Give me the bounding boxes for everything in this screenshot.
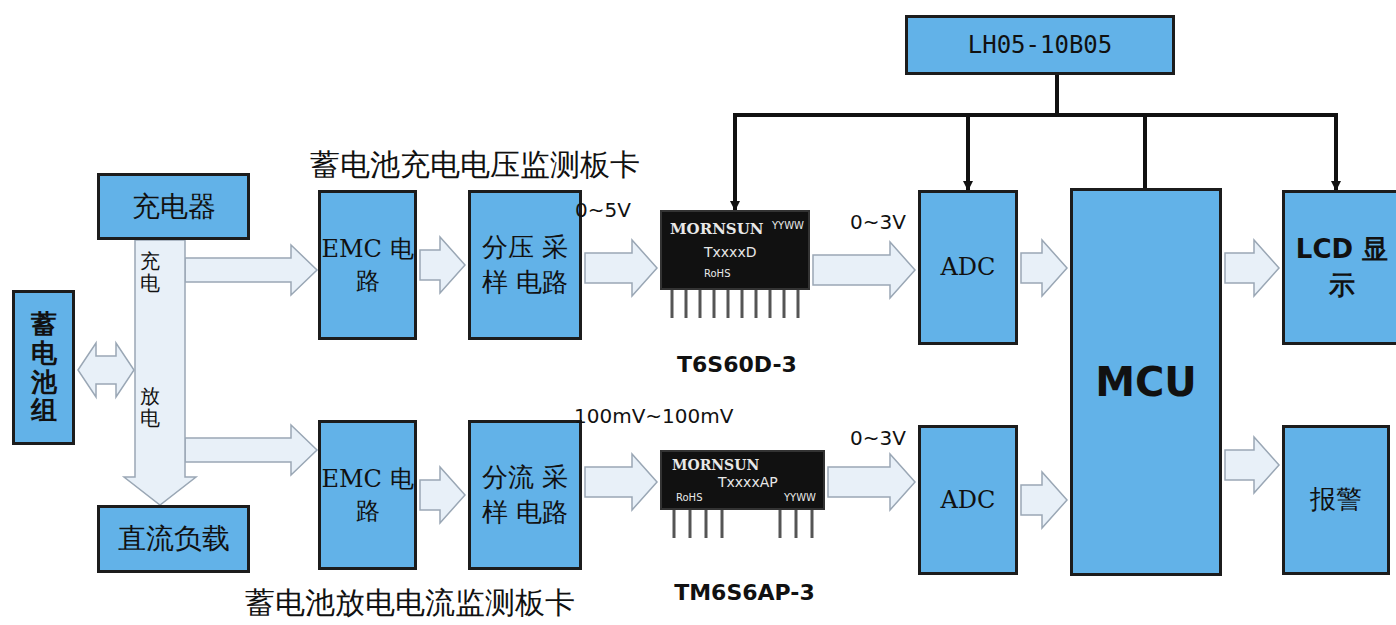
block-arrow (1021, 472, 1067, 528)
process-box: 直流负载 (97, 505, 250, 573)
module-name: T6S60D-3 (662, 352, 812, 377)
box-label: 分流 采样 电路 (471, 460, 579, 530)
box-label: 分压 采样 电路 (471, 230, 579, 300)
text-wrap: ADC (941, 251, 996, 283)
double-arrow (78, 343, 134, 397)
alarm-box: 报警 (1282, 425, 1390, 575)
chip-pins (672, 290, 798, 318)
text-wrap: 蓄电池组 (31, 310, 57, 424)
block-arrow (585, 240, 657, 296)
box-label: MCU (1095, 355, 1197, 409)
board-title: 蓄电池充电电压监测板卡 (310, 148, 640, 181)
mcu-box: MCU (1070, 188, 1222, 576)
block-arrow (813, 242, 915, 298)
isolation-module: TM6S6AP-3MORNSUNTxxxxAPRoHSYYWW (660, 450, 825, 510)
branch-arrow (185, 425, 317, 475)
block-arrow (1225, 437, 1279, 493)
block-arrow (828, 454, 915, 510)
chip-marking: TxxxxD (704, 244, 756, 260)
chip-marking: YYWW (772, 220, 804, 231)
text-wrap: MCU (1095, 355, 1197, 409)
text-wrap: 直流负载 (118, 520, 230, 558)
flow-label: 充电 (140, 250, 160, 294)
text-wrap: 分流 采样 电路 (471, 460, 579, 530)
box-label: LCD 显示 (1285, 232, 1396, 302)
box-label: EMC 电路 (321, 233, 414, 298)
text-wrap: 分压 采样 电路 (471, 230, 579, 300)
chip-marking: MORNSUN (670, 220, 763, 238)
signal-range: 0~3V (850, 210, 906, 234)
block-arrow (585, 454, 657, 510)
signal-range: 0~5V (575, 198, 631, 222)
block-arrow (1021, 240, 1067, 296)
process-box: 分流 采样 电路 (468, 420, 582, 570)
power-module-box: LH05-10B05 (905, 15, 1175, 75)
module-name: TM6S6AP-3 (662, 580, 827, 605)
box-label: ADC (941, 251, 996, 283)
box-label: 报警 (1310, 482, 1362, 517)
chip-marking: MORNSUN (672, 457, 759, 473)
box-label: 蓄电池组 (31, 310, 57, 424)
text-wrap: EMC 电路 (321, 233, 414, 298)
box-label: EMC 电路 (321, 463, 414, 528)
chip-pins (674, 510, 812, 538)
supply-line (1057, 75, 1336, 190)
branch-arrow (185, 245, 317, 295)
text-wrap: LCD 显示 (1285, 232, 1396, 302)
block-arrow (420, 467, 465, 523)
board-title: 蓄电池放电电流监测板卡 (245, 586, 575, 619)
text-wrap: EMC 电路 (321, 463, 414, 528)
adc-box: ADC (918, 425, 1018, 575)
process-box: EMC 电路 (318, 190, 417, 340)
signal-range: 100mV~100mV (574, 404, 733, 428)
block-arrow (420, 237, 465, 293)
box-label: ADC (941, 484, 996, 516)
process-box: 分压 采样 电路 (468, 190, 582, 340)
signal-range: 0~3V (850, 426, 906, 450)
box-label: 充电器 (132, 188, 216, 226)
chip-marking: RoHS (676, 492, 702, 503)
process-box: EMC 电路 (318, 420, 417, 570)
chip-marking: YYWW (784, 492, 816, 503)
display-box: LCD 显示 (1282, 190, 1396, 345)
text-wrap: ADC (941, 484, 996, 516)
text-wrap: 充电器 (132, 188, 216, 226)
block-arrow (1225, 240, 1279, 296)
isolation-module: T6S60D-3MORNSUNTxxxxDRoHSYYWW (660, 210, 810, 290)
adc-box: ADC (918, 190, 1018, 345)
supply-line (1057, 75, 1145, 188)
flow-label: 放电 (140, 385, 160, 429)
box-label: LH05-10B05 (968, 29, 1113, 61)
text-wrap: 报警 (1310, 482, 1362, 517)
text-wrap: LH05-10B05 (968, 29, 1113, 61)
power-bus-arrow (124, 240, 196, 505)
box-label: 直流负载 (118, 520, 230, 558)
process-box: 充电器 (97, 173, 250, 240)
chip-marking: RoHS (704, 268, 730, 279)
chip-marking: TxxxxAP (718, 474, 778, 490)
supply-line (968, 75, 1057, 190)
battery-box: 蓄电池组 (12, 290, 75, 445)
